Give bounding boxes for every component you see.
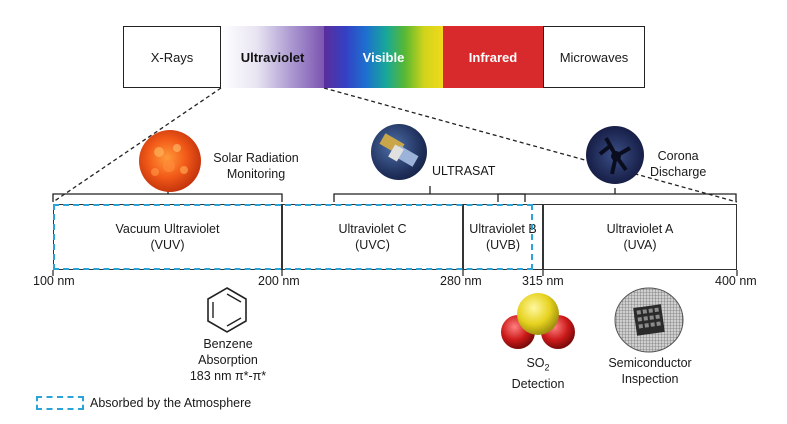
tick-label-200nm: 200 nm xyxy=(258,274,300,288)
label-solar-radiation: Solar Radiation Monitoring xyxy=(213,151,299,181)
legend-label: Absorbed by the Atmosphere xyxy=(90,396,252,410)
zoom-line-right xyxy=(323,87,738,203)
zoom-line-left xyxy=(52,87,222,203)
legend-dashed-swatch xyxy=(36,396,84,410)
tick-label-280nm: 280 nm xyxy=(440,274,482,288)
spectrum-ultraviolet: Ultraviolet xyxy=(221,26,324,88)
atmosphere-absorption-region xyxy=(53,204,533,270)
bracket-ultrasat xyxy=(333,193,526,202)
spectrum-infrared: Infrared xyxy=(443,26,543,88)
tick-label-400nm: 400 nm xyxy=(715,274,757,288)
tick-label-315nm: 315 nm xyxy=(522,274,564,288)
label-so2-detection: SO2 Detection xyxy=(511,356,565,391)
spectrum-xrays: X-Rays xyxy=(123,26,221,88)
label-semiconductor-inspection: Semiconductor Inspection xyxy=(608,356,692,386)
band-uva: Ultraviolet A (UVA) xyxy=(543,204,737,270)
band-uvb: Ultraviolet B (UVB) xyxy=(463,204,543,270)
sun-icon xyxy=(139,130,201,192)
band-vuv: Vacuum Ultraviolet (VUV) xyxy=(53,204,282,270)
satellite-icon xyxy=(371,124,427,180)
tick-label-100nm: 100 nm xyxy=(33,274,75,288)
corona-discharge-icon xyxy=(586,126,644,184)
bracket-solar xyxy=(52,193,283,202)
label-corona-discharge: Corona Discharge xyxy=(650,149,707,179)
bracket-corona xyxy=(497,193,737,202)
so2-molecule-icon xyxy=(501,293,575,349)
label-benzene-absorption: Benzene Absorption 183 nm π*-π* xyxy=(189,337,267,383)
semiconductor-wafer-icon xyxy=(614,287,684,353)
benzene-ring-icon xyxy=(207,287,247,333)
spectrum-microwaves: Microwaves xyxy=(543,26,645,88)
spectrum-visible: Visible xyxy=(324,26,443,88)
label-ultrasat: ULTRASAT xyxy=(432,164,496,178)
